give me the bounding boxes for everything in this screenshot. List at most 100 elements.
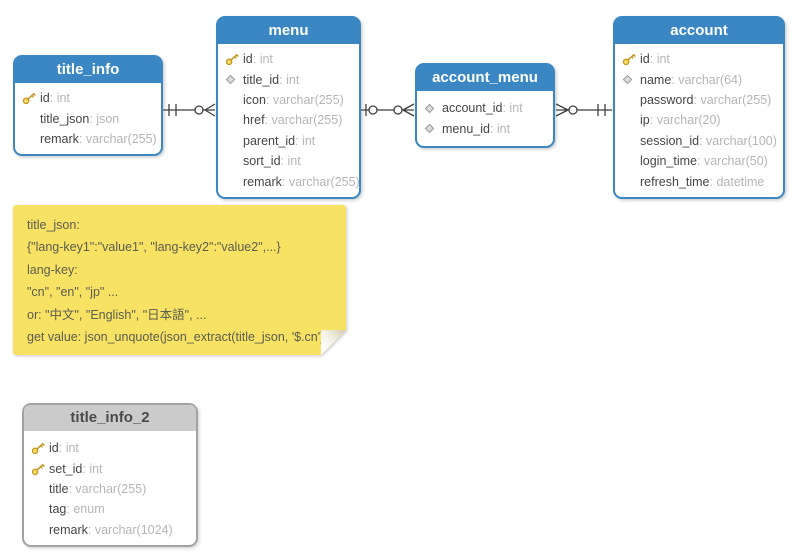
field-type: int <box>279 73 299 87</box>
table-body: id int name varchar(64) password varchar… <box>615 46 783 197</box>
field-name: password <box>640 92 694 107</box>
diamond-icon <box>225 74 243 85</box>
field-name: id <box>640 52 650 67</box>
field-name: href <box>243 113 265 128</box>
field-row[interactable]: ip varchar(20) <box>622 110 777 130</box>
note-line: {"lang-key1":"value1", "lang-key2":"valu… <box>27 240 281 255</box>
field-row[interactable]: id int <box>31 438 190 458</box>
field-type: varchar(100) <box>699 134 777 148</box>
relationship-menu-account_menu[interactable] <box>361 103 415 117</box>
field-row[interactable]: remark varchar(255) <box>225 171 360 191</box>
field-row[interactable]: id int <box>22 88 155 108</box>
field-type: json <box>89 112 119 126</box>
field-row[interactable]: name varchar(64) <box>622 69 777 89</box>
field-row[interactable]: parent_id int <box>225 131 353 151</box>
table-account[interactable]: account id int name varchar(64) password… <box>613 16 785 199</box>
field-type: varchar(20) <box>650 113 721 127</box>
field-type: int <box>502 101 522 115</box>
field-row[interactable]: remark varchar(1024) <box>31 520 190 540</box>
table-title: title_info <box>56 61 120 78</box>
field-row[interactable]: title_json json <box>22 108 155 128</box>
field-row[interactable]: id int <box>225 49 353 69</box>
table-title: menu <box>268 22 309 39</box>
table-title_info[interactable]: title_info id int title_json json remark… <box>13 55 163 157</box>
table-account-header[interactable]: account <box>615 18 783 46</box>
field-type: int <box>281 154 300 168</box>
field-row[interactable]: login_time varchar(50) <box>622 151 777 171</box>
key-icon <box>31 441 49 455</box>
sticky-note[interactable]: title_json: {"lang-key1":"value1", "lang… <box>13 205 346 355</box>
field-row[interactable]: account_id int <box>424 98 547 118</box>
key-icon <box>31 462 49 476</box>
table-title_info_2[interactable]: title_info_2 id int set_id int title var… <box>22 403 198 547</box>
field-name: title_json <box>40 111 90 126</box>
table-account_menu[interactable]: account_menu account_id int menu_id int <box>415 63 555 148</box>
field-name: id <box>243 52 253 67</box>
field-type: varchar(255) <box>694 93 771 107</box>
sticky-note-body: title_json: {"lang-key1":"value1", "lang… <box>13 205 346 355</box>
field-type: varchar(64) <box>671 73 742 87</box>
diamond-icon <box>424 123 442 134</box>
field-row[interactable]: tag enum <box>31 499 190 519</box>
field-row[interactable]: id int <box>622 49 777 69</box>
field-name: session_id <box>640 133 700 148</box>
field-type: int <box>59 441 79 455</box>
table-menu-header[interactable]: menu <box>218 18 359 46</box>
table-body: id int title_id int icon varchar(255) hr… <box>218 46 360 197</box>
table-title: account <box>670 22 728 39</box>
table-title_info-header[interactable]: title_info <box>15 57 161 85</box>
relationship-title_info-menu[interactable] <box>163 103 216 117</box>
field-name: name <box>640 72 672 87</box>
field-row[interactable]: session_id varchar(100) <box>622 131 777 151</box>
key-icon <box>225 52 243 66</box>
field-type: int <box>490 122 510 136</box>
field-name: parent_id <box>243 133 296 148</box>
field-type: varchar(255) <box>79 132 157 146</box>
note-fold-corner <box>321 330 346 355</box>
field-name: login_time <box>640 154 697 169</box>
field-name: ip <box>640 113 650 128</box>
field-type: int <box>295 134 315 148</box>
table-title: account_menu <box>432 69 538 86</box>
table-body: id int title_json json remark varchar(25… <box>15 85 161 154</box>
table-body: account_id int menu_id int <box>417 93 553 146</box>
field-type: varchar(50) <box>697 154 768 168</box>
field-type: enum <box>66 502 104 516</box>
field-row[interactable]: remark varchar(255) <box>22 129 157 149</box>
field-row[interactable]: refresh_time datetime <box>622 171 777 191</box>
field-name: remark <box>40 131 79 146</box>
table-body: id int set_id int title varchar(255) tag… <box>24 433 196 545</box>
field-row[interactable]: href varchar(255) <box>225 110 353 130</box>
relationship-account_menu-account[interactable] <box>555 103 612 117</box>
field-row[interactable]: icon varchar(255) <box>225 90 353 110</box>
note-line: "cn", "en", "jp" ... <box>27 285 119 300</box>
field-row[interactable]: menu_id int <box>424 118 547 138</box>
field-row[interactable]: password varchar(255) <box>622 90 777 110</box>
field-name: sort_id <box>243 154 281 169</box>
table-title: title_info_2 <box>70 409 150 426</box>
field-type: int <box>82 462 102 476</box>
field-name: tag <box>49 502 67 517</box>
field-name: account_id <box>442 101 503 116</box>
field-name: title_id <box>243 72 280 87</box>
field-type: varchar(255) <box>282 175 360 189</box>
field-type: int <box>253 52 273 66</box>
key-icon <box>622 52 640 66</box>
field-type: int <box>50 91 70 105</box>
field-type: int <box>650 52 670 66</box>
table-menu[interactable]: menu id int title_id int icon varchar(25… <box>216 16 361 199</box>
field-name: id <box>49 441 59 456</box>
field-row[interactable]: title varchar(255) <box>31 479 190 499</box>
field-row[interactable]: title_id int <box>225 69 353 89</box>
field-type: varchar(255) <box>265 113 343 127</box>
field-name: icon <box>243 92 266 107</box>
field-name: title <box>49 481 69 496</box>
field-row[interactable]: set_id int <box>31 458 190 478</box>
table-account_menu-header[interactable]: account_menu <box>417 65 553 93</box>
field-type: varchar(255) <box>68 482 146 496</box>
field-row[interactable]: sort_id int <box>225 151 353 171</box>
diamond-icon <box>622 74 640 85</box>
table-title_info_2-header[interactable]: title_info_2 <box>24 405 196 433</box>
